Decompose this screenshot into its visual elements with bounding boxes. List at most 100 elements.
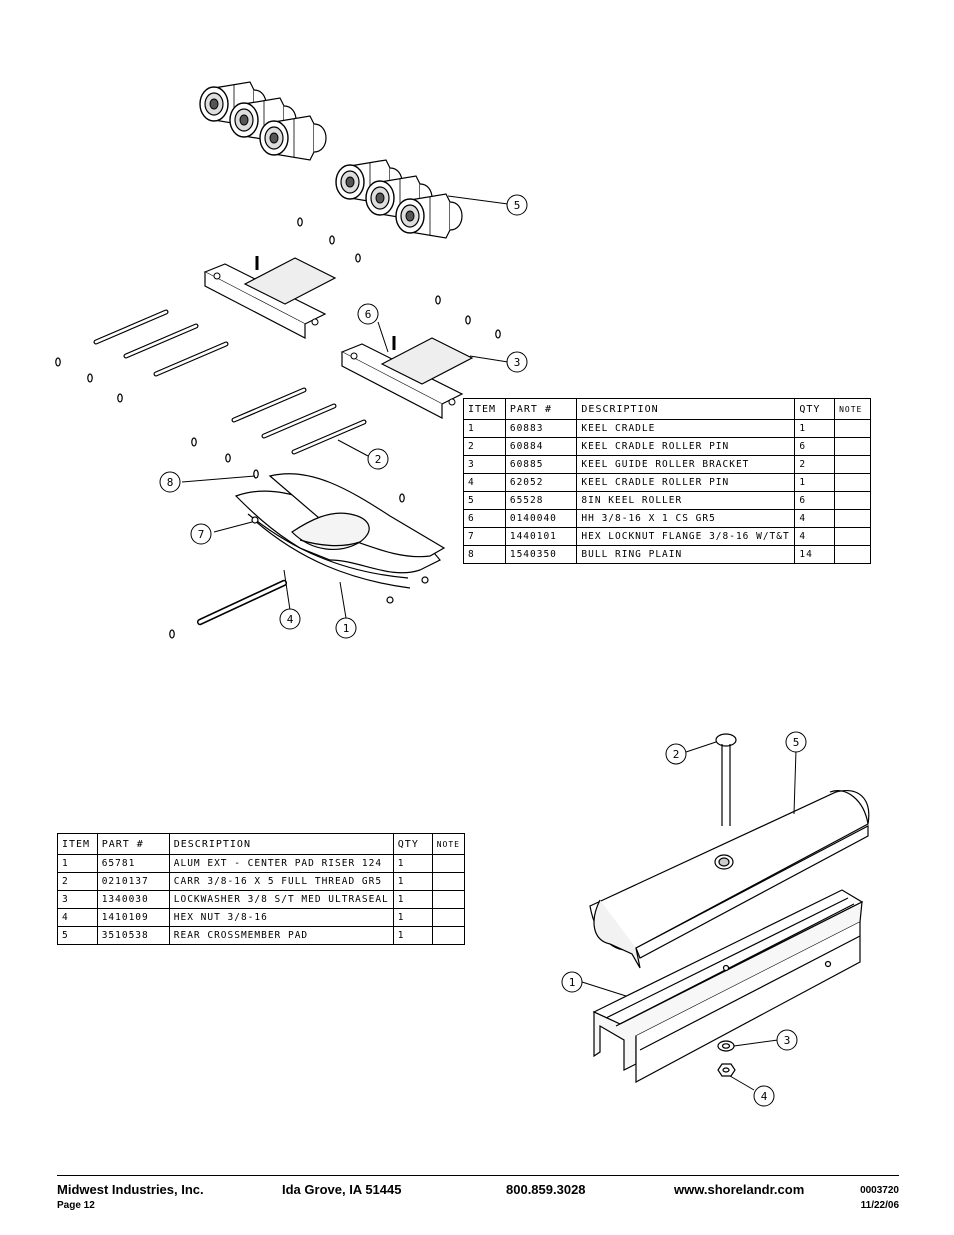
- cell-item: 5: [463, 491, 506, 510]
- cell-note: [431, 872, 466, 891]
- col-header-note: NOTE: [431, 833, 466, 855]
- table-header-row: ITEM PART # DESCRIPTION QTY NOTE: [57, 833, 466, 855]
- cell-qty: 2: [794, 455, 836, 474]
- callout-label: 3: [784, 1034, 791, 1047]
- cell-part-number: 0140040: [504, 509, 578, 528]
- cell-qty: 4: [794, 509, 836, 528]
- cell-part-number: 3510538: [96, 926, 170, 945]
- cell-part-number: 62052: [504, 473, 578, 492]
- cell-item: 5: [57, 926, 98, 945]
- footer-doc-number: 0003720: [860, 1185, 899, 1196]
- col-header-note: NOTE: [834, 398, 871, 420]
- callout-label: 2: [673, 748, 680, 761]
- cell-part-number: 1440101: [504, 527, 578, 546]
- cell-description: KEEL CRADLE ROLLER PIN: [576, 473, 796, 492]
- cell-item: 6: [463, 509, 506, 528]
- cell-qty: 1: [392, 908, 433, 927]
- cell-part-number: 1410109: [96, 908, 170, 927]
- keel-cradle: [234, 473, 446, 604]
- cell-note: [834, 473, 871, 492]
- cell-description: ALUM EXT - CENTER PAD RISER 124: [168, 854, 394, 873]
- col-header-qty: QTY: [794, 398, 836, 420]
- cell-qty: 1: [392, 872, 433, 891]
- cell-item: 4: [463, 473, 506, 492]
- cell-part-number: 1340030: [96, 890, 170, 909]
- cell-part-number: 60883: [504, 419, 578, 438]
- callouts-bottom: [561, 731, 807, 1107]
- callout-label: 2: [375, 453, 382, 466]
- cell-qty: 6: [794, 491, 836, 510]
- col-header-part: PART #: [96, 833, 170, 855]
- col-header-item: ITEM: [463, 398, 506, 420]
- footer-company: Midwest Industries, Inc.: [57, 1182, 204, 1197]
- cell-item: 1: [57, 854, 98, 873]
- cell-item: 2: [463, 437, 506, 456]
- callout-label: 3: [514, 356, 521, 369]
- callout-label: 7: [198, 528, 205, 541]
- cell-description: 8IN KEEL ROLLER: [576, 491, 796, 510]
- cell-description: REAR CROSSMEMBER PAD: [168, 926, 394, 945]
- footer-page-number: Page 12: [57, 1200, 95, 1211]
- cell-item: 3: [57, 890, 98, 909]
- cell-part-number: 1540350: [504, 545, 578, 564]
- footer-phone: 800.859.3028: [506, 1182, 586, 1197]
- cell-note: [834, 509, 871, 528]
- cell-qty: 1: [794, 419, 836, 438]
- callout-label: 4: [287, 613, 294, 626]
- cell-item: 4: [57, 908, 98, 927]
- cell-note: [834, 545, 871, 564]
- callout-label: 5: [514, 199, 521, 212]
- center-pad-riser-assembly: [589, 733, 870, 1084]
- table-header-row: ITEM PART # DESCRIPTION QTY NOTE: [463, 398, 871, 420]
- roller-pins: [96, 312, 364, 622]
- footer-date: 11/22/06: [860, 1200, 899, 1211]
- cell-item: 8: [463, 545, 506, 564]
- col-header-description: DESCRIPTION: [168, 833, 394, 855]
- cell-note: [431, 890, 466, 909]
- cell-part-number: 0210137: [96, 872, 170, 891]
- footer-city: Ida Grove, IA 51445: [282, 1182, 402, 1197]
- col-header-description: DESCRIPTION: [576, 398, 796, 420]
- cell-note: [431, 926, 466, 945]
- callout-label: 6: [365, 308, 372, 321]
- cell-part-number: 60885: [504, 455, 578, 474]
- cell-description: HEX LOCKNUT FLANGE 3/8-16 W/T&T: [576, 527, 796, 546]
- cell-description: KEEL GUIDE ROLLER BRACKET: [576, 455, 796, 474]
- cell-qty: 14: [794, 545, 836, 564]
- cell-part-number: 65781: [96, 854, 170, 873]
- cell-note: [834, 419, 871, 438]
- col-header-part: PART #: [504, 398, 578, 420]
- cell-description: KEEL CRADLE: [576, 419, 796, 438]
- callout-label: 5: [793, 736, 800, 749]
- cell-qty: 1: [392, 854, 433, 873]
- cell-note: [834, 455, 871, 474]
- page-footer: Midwest Industries, Inc. Page 12 Ida Gro…: [57, 1175, 899, 1211]
- cell-qty: 1: [392, 926, 433, 945]
- col-header-qty: QTY: [392, 833, 433, 855]
- cell-item: 3: [463, 455, 506, 474]
- cell-note: [834, 437, 871, 456]
- cell-note: [834, 491, 871, 510]
- callouts-top: [159, 194, 528, 639]
- roller-brackets: [203, 254, 474, 420]
- cell-item: 1: [463, 419, 506, 438]
- cell-description: HEX NUT 3/8-16: [168, 908, 394, 927]
- cell-description: HH 3/8-16 X 1 CS GR5: [576, 509, 796, 528]
- cell-note: [834, 527, 871, 546]
- cell-qty: 4: [794, 527, 836, 546]
